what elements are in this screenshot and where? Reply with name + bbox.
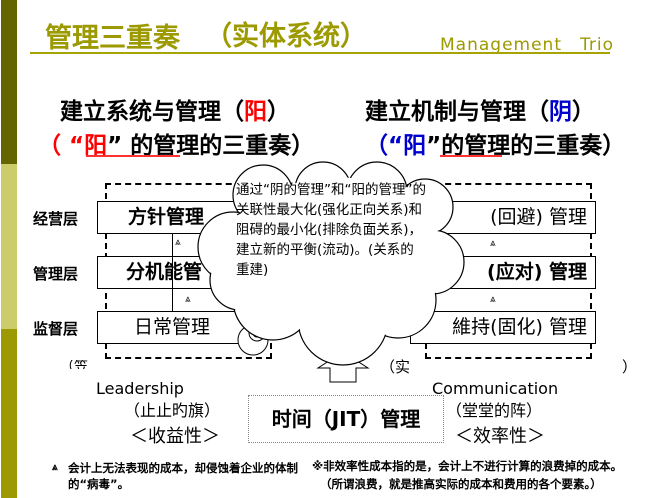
right-row-label: 維持(固化) 管理 xyxy=(452,316,587,338)
left-subheading: （ “阳” 的管理的三重奏） xyxy=(38,126,314,160)
side-bar-dark xyxy=(1,0,17,164)
left-row: 日常管理 xyxy=(97,311,257,344)
right-english: Communication xyxy=(432,379,559,398)
left-heading-close: ） xyxy=(267,99,290,125)
jit-box: 时间（JIT）管理 xyxy=(248,395,444,443)
page-subtitle: （实体系统） xyxy=(205,21,367,52)
clipped-text: ） xyxy=(622,358,638,376)
right-phrase: （堂堂的阵） xyxy=(446,401,543,420)
right-subheading: （“阳”的管理的三重奏） xyxy=(365,126,625,160)
right-underline xyxy=(440,155,502,157)
left-sub-mark: 阳 xyxy=(84,133,108,159)
clipped-text: （笠 xyxy=(60,360,88,369)
yin-mark: 阴 xyxy=(549,99,572,125)
left-heading-text: 建立系统与管理（ xyxy=(60,99,244,125)
side-bar-olive xyxy=(1,329,17,498)
left-sub-open: （ “ xyxy=(38,133,85,159)
level-label: 管理层 xyxy=(33,265,79,283)
title-rule xyxy=(30,52,610,54)
right-row-label: (回避) 管理 xyxy=(490,206,587,228)
right-sub-mark: 阳 xyxy=(403,133,427,159)
left-sub-text: ” 的管理的三重奏） xyxy=(107,133,315,159)
mountain-icon: ⩓ xyxy=(490,238,496,249)
right-heading-close: ） xyxy=(572,99,595,125)
footnote-left: ⩓ 会计上无法表现的成本，却侵蚀着企业的体制的“病毒”。 xyxy=(50,460,298,492)
connector xyxy=(172,234,173,311)
left-row-label: 分机能管 xyxy=(126,261,203,283)
mountain-icon: ⩓ xyxy=(185,294,191,305)
left-phrase: （止止旳旗） xyxy=(124,401,221,420)
right-property: ＜效率性＞ xyxy=(455,426,545,447)
mountain-icon: ⩓ xyxy=(52,462,58,473)
level-label: 监督层 xyxy=(33,320,79,338)
right-row-label: (应对) 管理 xyxy=(487,261,587,283)
left-property: ＜收益性＞ xyxy=(130,426,220,447)
right-sub-open: （“ xyxy=(365,133,404,159)
right-heading-text: 建立机制与管理（ xyxy=(365,99,549,125)
left-underline xyxy=(86,155,180,157)
side-bar-light xyxy=(1,164,17,329)
footnote-right-2: （所谓浪费，就是推高实际的成本和费用的各个要素。） xyxy=(320,477,602,491)
page-title: 管理三重奏 xyxy=(45,23,180,54)
cloud-text: 通过“阴的管理”和“阳的管理”的关联性最大化(强化正向关系)和阻碍的最小化(排除… xyxy=(236,182,426,278)
left-english: Leadership xyxy=(96,379,184,398)
yang-mark: 阳 xyxy=(244,99,267,125)
mountain-icon: ⩓ xyxy=(175,237,181,248)
mountain-icon: ⩓ xyxy=(490,294,496,305)
clipped-text: （实 xyxy=(380,358,411,376)
english-title: Management Trio xyxy=(440,35,614,55)
left-row-label: 方针管理 xyxy=(128,206,205,228)
left-heading: 建立系统与管理（阳） xyxy=(60,92,290,126)
right-sub-text: ”的管理的三重奏） xyxy=(426,133,626,159)
level-label: 经营层 xyxy=(33,210,79,228)
right-heading: 建立机制与管理（阴） xyxy=(365,92,595,126)
footnote-left-text: 会计上无法表现的成本，却侵蚀着企业的体制的“病毒”。 xyxy=(68,461,298,491)
footnote-right-1: ※非效率性成本指的是，会计上不进行计算的浪费掉的成本。 xyxy=(312,459,623,473)
left-row-label: 日常管理 xyxy=(134,316,211,338)
